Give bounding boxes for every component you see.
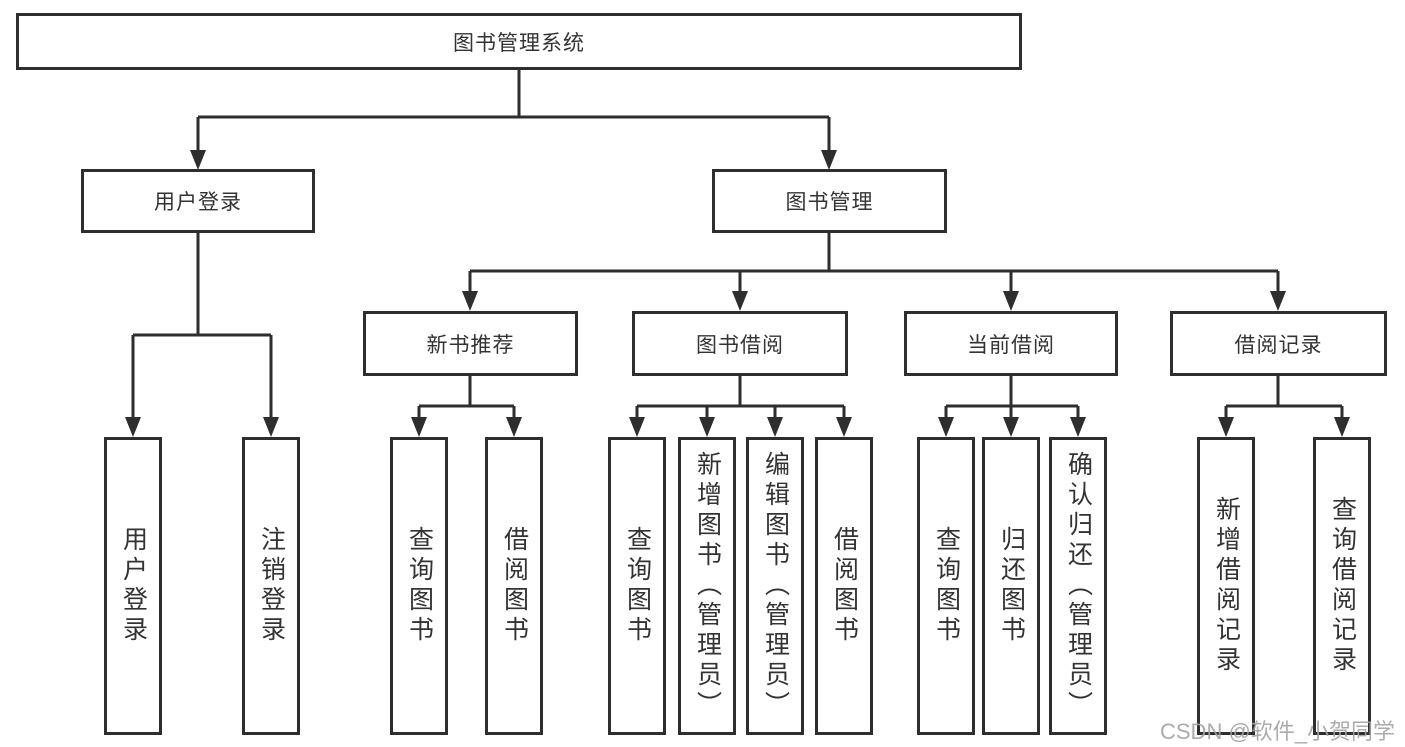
- node-borrow-records: 借阅记录: [1170, 311, 1387, 376]
- node-book-borrow-label: 图书借阅: [696, 333, 784, 357]
- leaf-logout-label: 注销登录: [257, 526, 286, 646]
- node-user-login-label: 用户登录: [154, 191, 242, 214]
- connector-currentborrow-to-leaves: [944, 376, 1080, 418]
- leaf-user-login-label: 用户登录: [119, 526, 148, 646]
- leaf-confirm-return-admin: 确认归还（管理员）: [1049, 437, 1107, 735]
- connector-newbook-to-leaves: [417, 376, 516, 418]
- leaf-query-borrow-record-label: 查询借阅记录: [1328, 496, 1357, 676]
- leaf-query-books-borrow: 查询图书: [608, 437, 666, 735]
- leaf-user-login: 用户登录: [104, 437, 162, 735]
- leaf-borrow-books-recommend-label: 借阅图书: [500, 526, 529, 646]
- connector-userlogin-to-leaves: [131, 233, 273, 418]
- leaf-add-book-admin: 新增图书（管理员）: [678, 437, 736, 735]
- node-new-book-recommend: 新书推荐: [363, 311, 578, 376]
- node-new-book-recommend-label: 新书推荐: [426, 333, 515, 357]
- node-current-borrow: 当前借阅: [904, 311, 1118, 376]
- node-book-management: 图书管理: [712, 169, 947, 233]
- connector-bookborrow-to-leaves: [635, 376, 846, 418]
- leaf-confirm-return-admin-label: 确认归还（管理员）: [1064, 451, 1093, 721]
- leaf-borrow-books-borrow: 借阅图书: [815, 437, 873, 735]
- watermark: CSDN @软件_小贺同学: [1160, 719, 1396, 744]
- node-borrow-records-label: 借阅记录: [1234, 333, 1323, 357]
- leaf-return-book: 归还图书: [982, 437, 1040, 735]
- node-book-management-label: 图书管理: [785, 191, 874, 214]
- leaf-add-borrow-record-label: 新增借阅记录: [1212, 496, 1241, 676]
- leaf-return-book-label: 归还图书: [997, 526, 1026, 646]
- leaf-borrow-books-borrow-label: 借阅图书: [830, 526, 859, 646]
- leaf-add-book-admin-label: 新增图书（管理员）: [693, 451, 722, 721]
- leaf-query-books-current-label: 查询图书: [932, 526, 961, 646]
- node-current-borrow-label: 当前借阅: [967, 333, 1055, 357]
- leaf-edit-book-admin: 编辑图书（管理员）: [746, 437, 804, 735]
- connector-borrowrecords-to-leaves: [1224, 376, 1344, 418]
- leaf-query-books-recommend: 查询图书: [390, 437, 448, 735]
- leaf-query-books-recommend-label: 查询图书: [405, 526, 434, 646]
- leaf-logout: 注销登录: [242, 437, 300, 735]
- leaf-query-books-current: 查询图书: [917, 437, 975, 735]
- leaf-edit-book-admin-label: 编辑图书（管理员）: [761, 451, 790, 721]
- root-node: 图书管理系统: [16, 13, 1022, 70]
- leaf-add-borrow-record: 新增借阅记录: [1197, 437, 1255, 735]
- root-node-label: 图书管理系统: [453, 31, 585, 55]
- connector-bookmgmt-to-level3: [468, 233, 1280, 292]
- leaf-query-books-borrow-label: 查询图书: [623, 526, 652, 646]
- connector-root-to-level2: [196, 70, 831, 151]
- node-book-borrow: 图书借阅: [632, 311, 848, 376]
- node-user-login: 用户登录: [81, 169, 315, 233]
- leaf-borrow-books-recommend: 借阅图书: [485, 437, 543, 735]
- leaf-query-borrow-record: 查询借阅记录: [1313, 437, 1371, 735]
